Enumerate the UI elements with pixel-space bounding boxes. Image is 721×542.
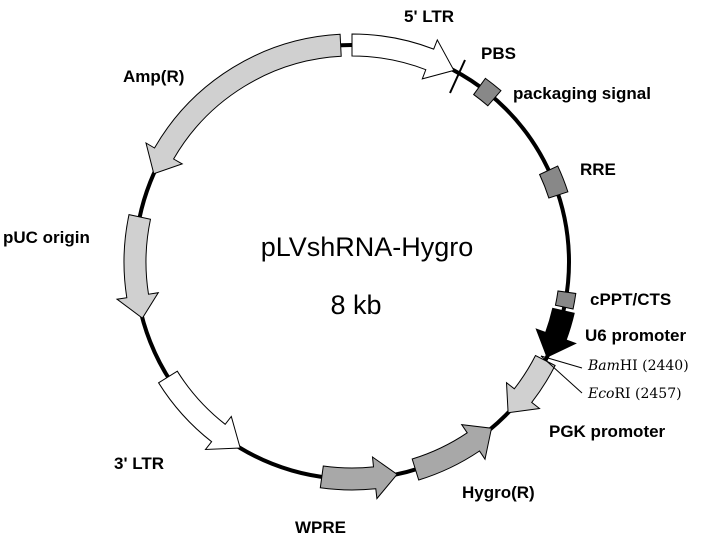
feature-packaging-signal bbox=[472, 77, 502, 107]
feature-5-ltr bbox=[351, 33, 455, 80]
label-hygro: Hygro(R) bbox=[462, 483, 535, 502]
feature-cppt-cts bbox=[554, 290, 577, 310]
bamhi-enzyme: Bam bbox=[587, 358, 620, 374]
label-u6-promoter: U6 promoter bbox=[585, 326, 686, 345]
label-amp: Amp(R) bbox=[123, 67, 184, 86]
feature-pgk-promoter bbox=[505, 354, 556, 414]
bamhi-suffix: HI (2440) bbox=[620, 358, 689, 374]
feature-u6-promoter bbox=[535, 307, 577, 358]
label-3-ltr: 3' LTR bbox=[114, 454, 164, 473]
ecori-leader bbox=[540, 355, 583, 394]
feature-3-ltr bbox=[157, 370, 241, 451]
label-pbs: PBS bbox=[481, 44, 516, 63]
label-bamhi-site: BamHI (2440) bbox=[587, 358, 689, 374]
label-ecori-site: EcoRI (2457) bbox=[587, 386, 682, 402]
feature-hygro bbox=[411, 423, 493, 481]
label-puc-origin: pUC origin bbox=[3, 228, 90, 247]
plasmid-name: pLVshRNA-Hygro bbox=[261, 232, 474, 262]
ecori-suffix: RI (2457) bbox=[615, 386, 682, 402]
label-rre: RRE bbox=[580, 160, 616, 179]
feature-amp bbox=[145, 33, 342, 175]
feature-wpre bbox=[319, 455, 398, 500]
bamhi-leader bbox=[540, 355, 583, 369]
plasmid-size: 8 kb bbox=[330, 290, 381, 320]
label-packaging-signal: packaging signal bbox=[513, 84, 651, 103]
feature-puc-origin bbox=[115, 214, 160, 319]
feature-rre bbox=[538, 165, 569, 199]
label-5-ltr: 5' LTR bbox=[404, 7, 454, 26]
label-cppt-cts: cPPT/CTS bbox=[590, 290, 671, 309]
label-pgk-promoter: PGK promoter bbox=[549, 422, 666, 441]
ecori-enzyme: Eco bbox=[587, 386, 615, 402]
pbs-marker bbox=[449, 59, 466, 94]
label-wpre: WPRE bbox=[295, 518, 346, 537]
